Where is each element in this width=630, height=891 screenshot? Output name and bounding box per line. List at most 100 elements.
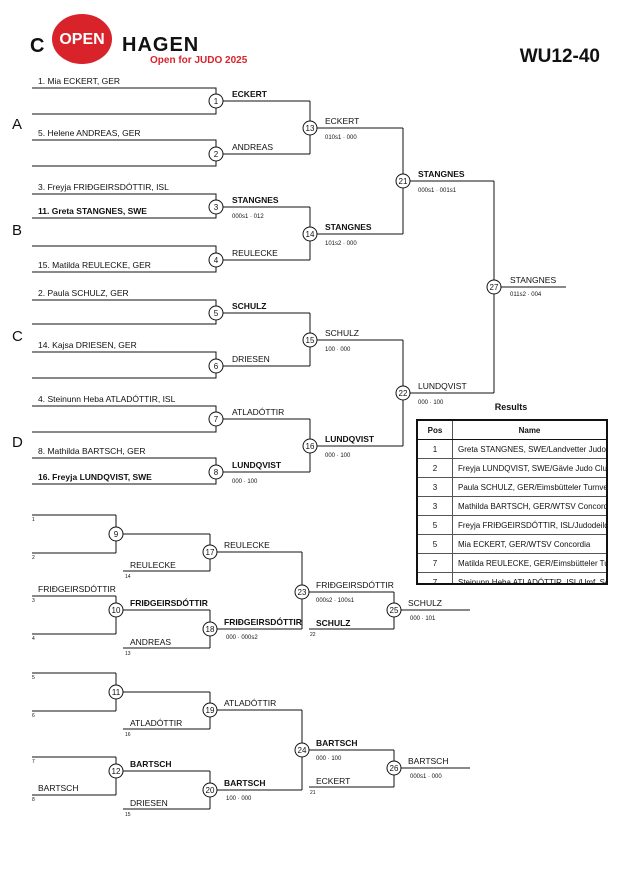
competitor-entry: 3. Freyja FRIÐGEIRSDÓTTIR, ISL <box>38 182 169 192</box>
match-score: 000 · 000s2 <box>226 635 258 641</box>
match-number: 11 <box>112 688 121 697</box>
match-number: 20 <box>206 786 215 795</box>
results-pos: 7 <box>418 572 453 583</box>
seed-ref: 2 <box>32 555 35 561</box>
results-name: Freyja LUNDQVIST, SWE/Gävle Judo Club <box>452 458 606 478</box>
match-connector <box>32 161 217 167</box>
match-score: 000 · 100 <box>418 400 444 406</box>
match-number: 1 <box>214 97 219 106</box>
winner-name: ATLADÓTTIR <box>232 407 284 417</box>
competitor-entry: 16. Freyja LUNDQVIST, SWE <box>38 472 152 482</box>
results-name: Freyja FRIÐGEIRSDÓTTIR, ISL/Judodeild Re… <box>452 515 606 535</box>
logo-letter-c: C <box>30 35 46 57</box>
logo-open-text: OPEN <box>59 31 105 48</box>
match-connector <box>32 479 217 485</box>
match-connector <box>32 426 217 433</box>
winner-name: REULECKE <box>232 248 278 258</box>
competitor-entry: 1. Mia ECKERT, GER <box>38 76 120 86</box>
match-number: 24 <box>298 746 307 755</box>
match-score: 100 · 000 <box>226 796 252 802</box>
match-connector <box>32 245 217 253</box>
seed-ref: 15 <box>125 812 131 818</box>
competitor-entry: 14. Kajsa DRIESEN, GER <box>38 340 137 350</box>
category-title: WU12-40 <box>519 46 600 67</box>
match-score: 011s2 · 004 <box>510 292 542 298</box>
match-score: 000 · 100 <box>325 453 351 459</box>
seed-ref: 16 <box>125 732 131 738</box>
match-number: 18 <box>206 625 215 634</box>
match-score: 000s1 · 001s1 <box>418 188 457 194</box>
pool-label: C <box>12 328 23 345</box>
results-header-pos: Pos <box>418 421 453 440</box>
winner-name: FRIÐGEIRSDÓTTIR <box>130 597 208 608</box>
match-score: 000 · 101 <box>410 616 436 622</box>
match-connector <box>32 267 217 273</box>
results-name: Matilda REULECKE, GER/Eimsbütteler Turnv… <box>452 553 606 573</box>
winner-name: ECKERT <box>325 116 359 126</box>
bronze-winner-name: SCHULZ <box>408 598 442 608</box>
seed-ref: 6 <box>32 713 35 719</box>
results-pos: 5 <box>418 515 453 535</box>
competitor-entry: 2. Paula SCHULZ, GER <box>38 288 129 298</box>
match-connector <box>32 373 217 379</box>
winner-name: STANGNES <box>232 195 279 205</box>
winner-name: DRIESEN <box>232 354 270 364</box>
seed-ref: 4 <box>32 636 35 642</box>
match-number: 25 <box>390 606 399 615</box>
match-connector <box>32 457 217 465</box>
match-connector <box>32 87 217 94</box>
match-number: 10 <box>112 606 121 615</box>
seed-ref: 3 <box>32 598 35 604</box>
match-number: 9 <box>114 530 119 539</box>
competitor-entry: FRIÐGEIRSDÓTTIR <box>38 584 116 594</box>
seed-ref: 7 <box>32 759 35 765</box>
match-score: 101s2 · 000 <box>325 241 357 247</box>
match-number: 6 <box>214 362 219 371</box>
match-number: 2 <box>214 150 219 159</box>
competitor-entry: DRIESEN <box>130 798 168 808</box>
competitor-entry: ANDREAS <box>130 637 171 647</box>
match-number: 23 <box>298 588 307 597</box>
competitor-entry: 15. Matilda REULECKE, GER <box>38 260 151 270</box>
results-header-name: Name <box>452 421 606 440</box>
match-number: 12 <box>112 767 121 776</box>
results-pos: 7 <box>418 553 453 573</box>
winner-name: FRIÐGEIRSDÓTTIR <box>316 580 394 590</box>
winner-name: ATLADÓTTIR <box>130 718 182 728</box>
logo-hagen-text: HAGEN <box>122 34 200 56</box>
match-score: 000s1 · 012 <box>232 214 264 220</box>
match-number: 13 <box>306 124 315 133</box>
bronze-winner-name: BARTSCH <box>408 756 448 766</box>
match-number: 8 <box>214 468 219 477</box>
seed-ref: 14 <box>125 574 131 580</box>
logo-tagline: Open for JUDO 2025 <box>150 55 248 66</box>
match-connector <box>32 139 217 147</box>
match-number: 14 <box>306 230 315 239</box>
winner-name: ATLADÓTTIR <box>224 698 276 708</box>
pool-label: A <box>12 116 22 133</box>
final-winner-name: STANGNES <box>510 275 556 285</box>
pool-label: D <box>12 434 23 451</box>
winner-name: ECKERT <box>316 776 350 786</box>
winner-name: STANGNES <box>325 222 372 232</box>
results-name: Mia ECKERT, GER/WTSV Concordia <box>452 534 606 554</box>
competitor-entry: BARTSCH <box>38 783 78 793</box>
winner-name: FRIÐGEIRSDÓTTIR <box>224 616 302 627</box>
winner-name: ECKERT <box>232 89 268 99</box>
results-pos: 5 <box>418 534 453 554</box>
match-number: 4 <box>214 256 219 265</box>
winner-name: LUNDQVIST <box>418 381 467 391</box>
seed-ref: 22 <box>310 632 316 638</box>
winner-name: LUNDQVIST <box>325 434 375 444</box>
match-connector <box>32 351 217 359</box>
